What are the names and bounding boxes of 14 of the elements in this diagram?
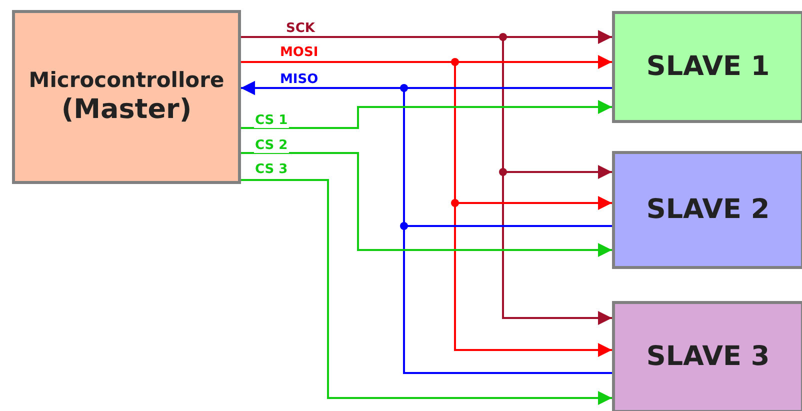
signal-arrow (241, 152, 612, 257)
device-role: (Master) (61, 93, 192, 127)
signal-arrow (241, 100, 612, 129)
slave-box (612, 11, 802, 123)
device-name: SLAVE 2 (646, 193, 770, 227)
device-name: SLAVE 3 (646, 340, 770, 374)
device-name: SLAVE 1 (646, 50, 770, 84)
master-box (12, 10, 241, 184)
slave-box (612, 151, 802, 269)
signal-arrow (241, 179, 612, 405)
edge-label: CS 1 (254, 113, 289, 128)
slave-box (612, 301, 802, 411)
edge-label: CS 2 (254, 138, 289, 153)
device-name: Microcontrollore (28, 67, 224, 94)
